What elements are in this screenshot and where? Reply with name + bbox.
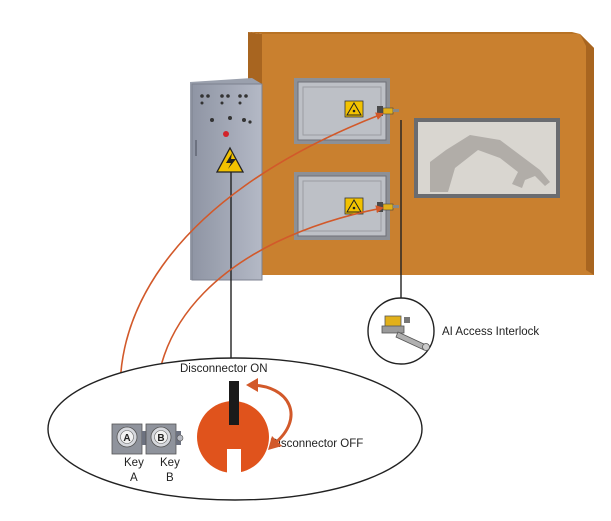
disconnector-on-label: Disconnector ON <box>180 363 268 375</box>
electrical-cabinet <box>190 78 263 281</box>
lower-guard-door <box>294 172 399 240</box>
robot-arm-silhouette <box>430 135 550 192</box>
key-b-letter: B <box>157 433 164 444</box>
toggle-arrowhead-on <box>246 378 258 392</box>
emergency-button <box>223 131 229 137</box>
key-a: A <box>111 423 146 455</box>
key-b-label-line2: B <box>166 472 174 484</box>
electrical-hazard-icon <box>215 146 245 173</box>
upper-guard-door <box>294 78 399 144</box>
key-a-label-line1: Key <box>124 457 144 469</box>
toggle-arrowhead-off <box>268 436 282 450</box>
interlock-label: AI Access Interlock <box>442 326 539 338</box>
door-interlock-upper <box>377 106 399 116</box>
enclosure-window <box>414 118 560 198</box>
key-b-label-line1: Key <box>160 457 180 469</box>
warning-triangle-icon <box>344 100 364 118</box>
access-interlock-icon <box>381 315 430 351</box>
indicator-lights <box>200 94 252 124</box>
key-a-label-line2: A <box>130 472 138 484</box>
interlock-zoom-circle <box>367 297 435 365</box>
key-b: B <box>145 423 184 455</box>
warning-triangle-icon <box>344 197 364 215</box>
disconnector-switch-icon <box>197 381 269 473</box>
disconnector-off-label: Disconnector OFF <box>270 438 363 450</box>
key-a-letter: A <box>123 433 130 444</box>
disconnector-toggle-arrow <box>249 383 293 446</box>
